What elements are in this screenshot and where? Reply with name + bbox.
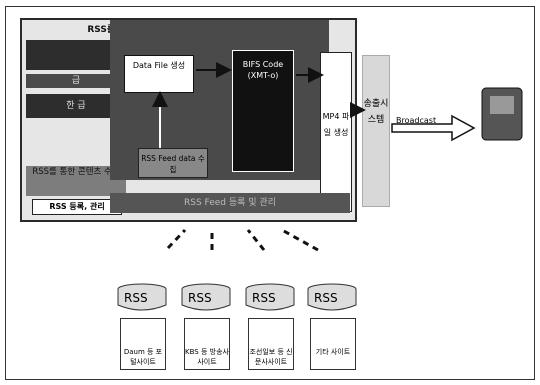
- source-doc-1: Daum 등 포털사이트: [120, 318, 166, 370]
- dashed-arrow-4: [282, 230, 318, 250]
- rss-label-2: RSS: [188, 291, 212, 305]
- rss-label-3: RSS: [252, 291, 276, 305]
- source-label-4: 기타 사이트: [311, 319, 355, 357]
- source-label-2: KBS 등 방송사사이트: [185, 319, 229, 367]
- source-doc-2: KBS 등 방송사사이트: [184, 318, 230, 370]
- source-label-1: Daum 등 포털사이트: [121, 319, 165, 367]
- broadcast-arrow: [392, 116, 474, 140]
- phone-screen: [490, 96, 514, 114]
- source-doc-3: 조선일보 등 신문사사이트: [248, 318, 294, 370]
- dashed-arrow-3: [248, 230, 264, 250]
- source-label-3: 조선일보 등 신문사사이트: [249, 319, 293, 367]
- source-doc-4: 기타 사이트: [310, 318, 356, 370]
- dashed-arrow-1: [168, 230, 185, 248]
- rss-label-1: RSS: [124, 291, 148, 305]
- rss-label-4: RSS: [314, 291, 338, 305]
